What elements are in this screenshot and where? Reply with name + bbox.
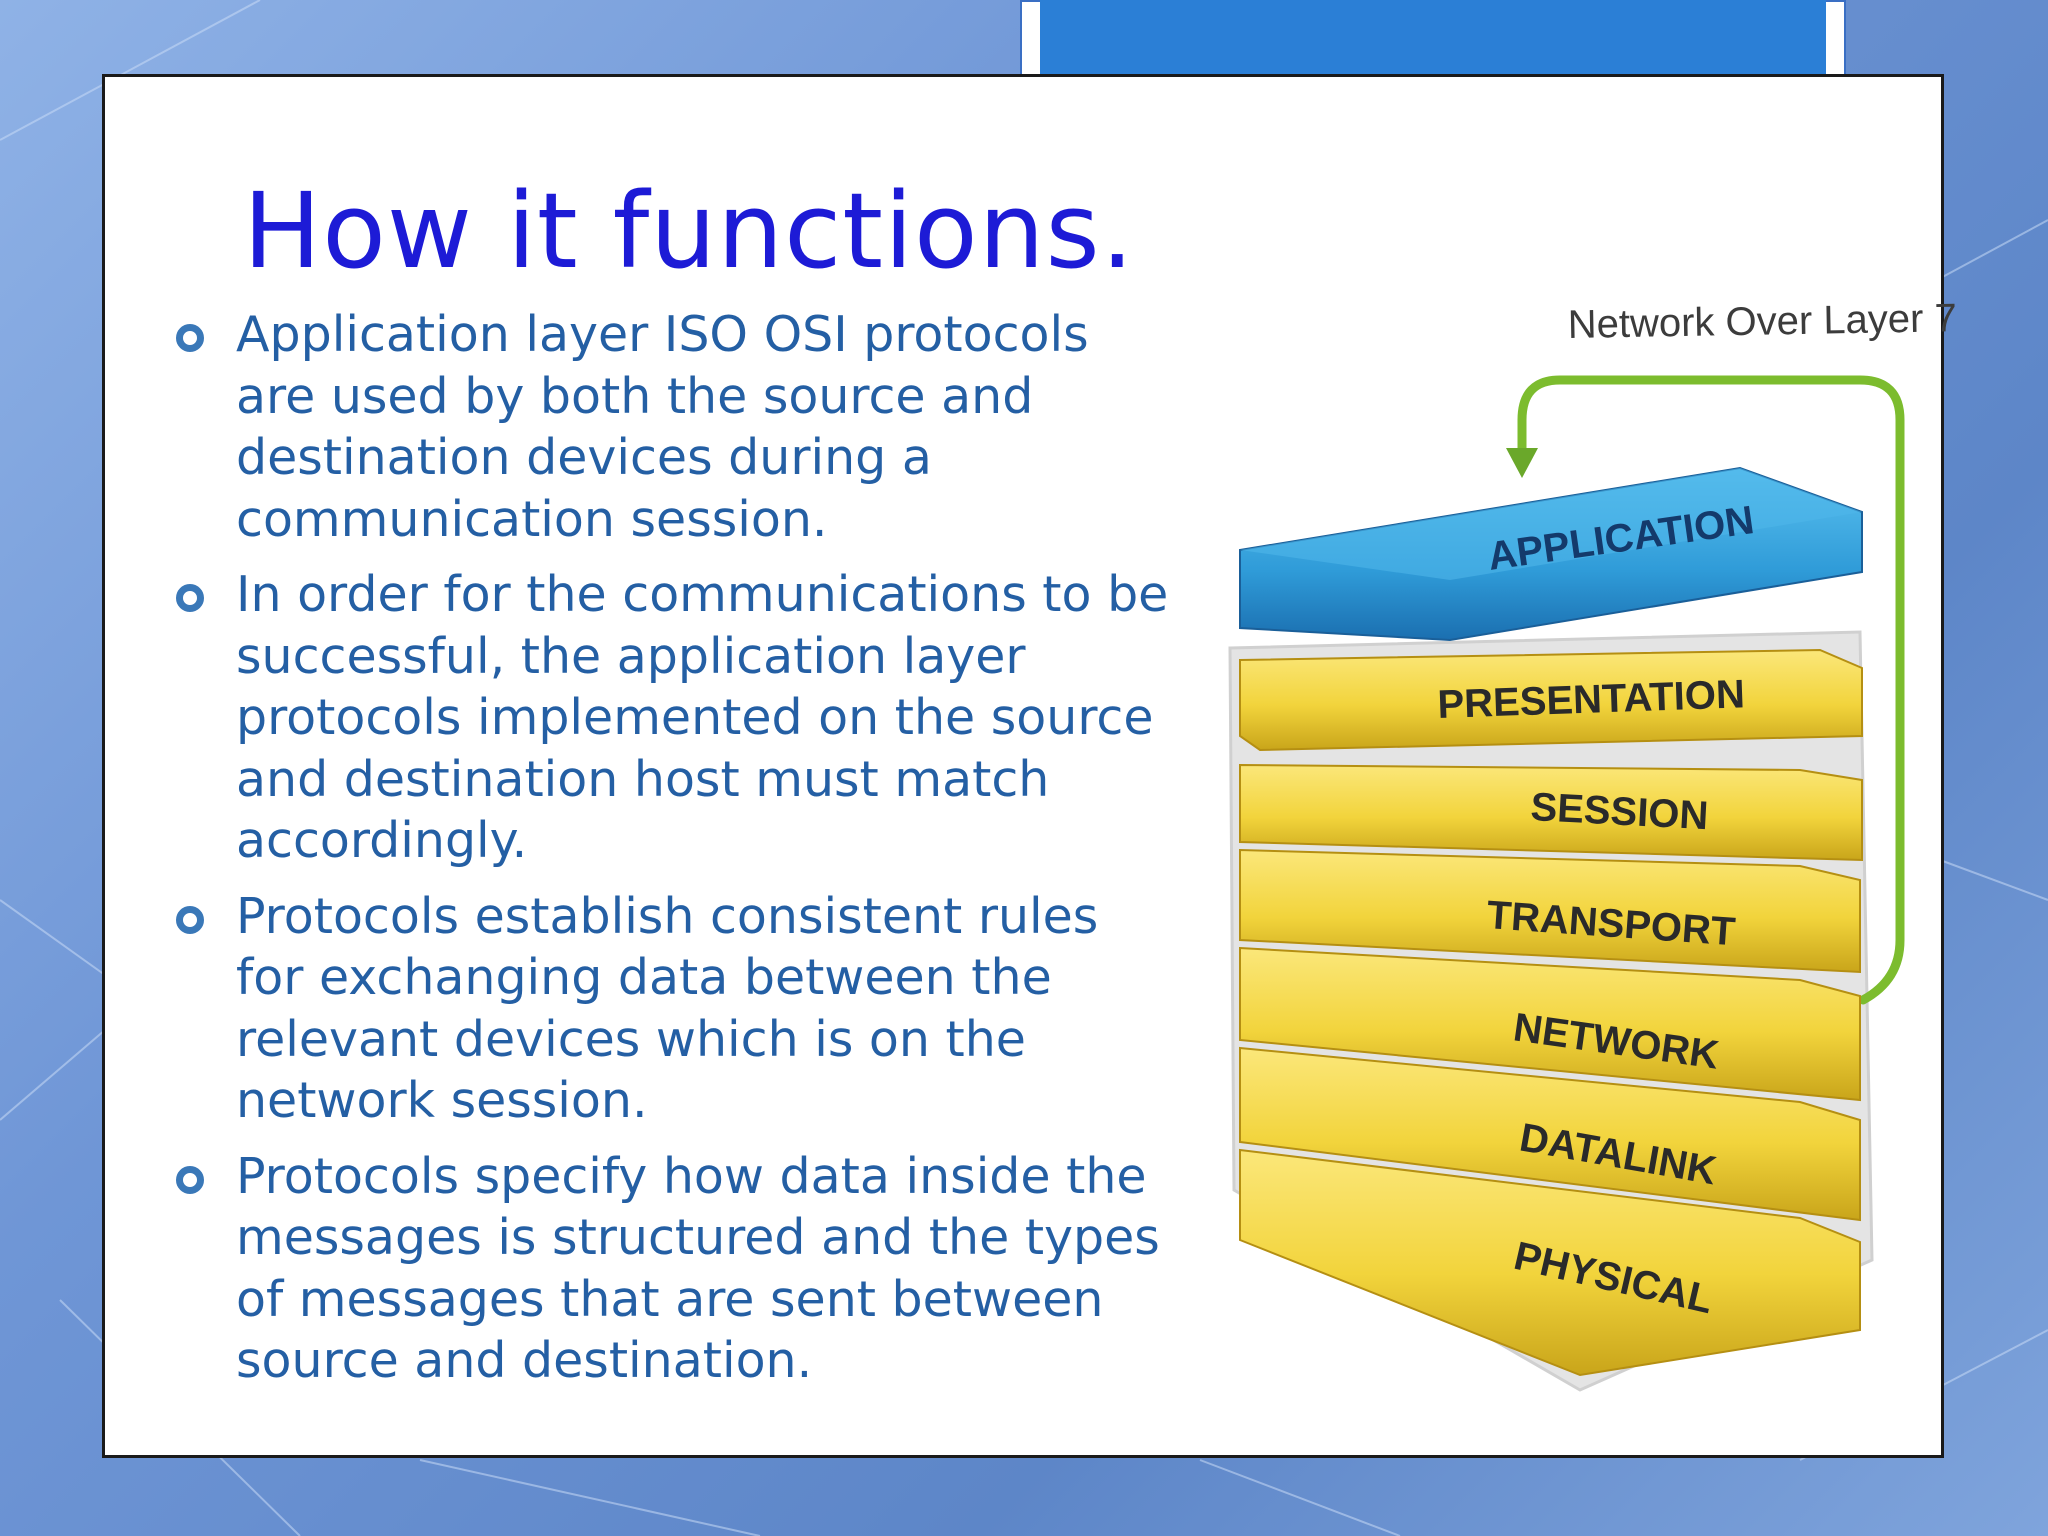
layer-label-session: SESSION (1530, 785, 1710, 838)
layer-label-presentation: PRESENTATION (1437, 672, 1746, 727)
bullet-text: In order for the communications to be su… (236, 566, 1169, 869)
arrow-head-icon (1506, 448, 1538, 478)
bullet-text: Protocols establish consistent rules for… (236, 887, 1099, 1130)
bullet-text: Protocols specify how data inside the me… (236, 1147, 1160, 1390)
osi-stack-diagram: Network Over Layer 7 APPLICATION PRESENT… (1228, 296, 1957, 1392)
bullet-item: Protocols establish consistent rules for… (170, 886, 1170, 1132)
bullet-ring-icon (176, 584, 204, 612)
bullet-list: Application layer ISO OSI protocols are … (170, 304, 1170, 1406)
bullet-ring-icon (176, 905, 204, 934)
bullet-text: Application layer ISO OSI protocols are … (236, 306, 1089, 548)
layer-datalink: DATALINK (1239, 1046, 1861, 1222)
layer-presentation: PRESENTATION (1239, 648, 1863, 752)
bullet-ring-icon (176, 324, 204, 352)
layer-session: SESSION (1239, 763, 1863, 862)
bullet-item: Application layer ISO OSI protocols are … (170, 304, 1170, 550)
layer-network: NETWORK (1239, 946, 1861, 1102)
layer-application: APPLICATION (1239, 466, 1863, 642)
diagram-caption: Network Over Layer 7 (1567, 296, 1957, 347)
layer-transport: TRANSPORT (1239, 848, 1861, 974)
slide-title: How it functions. (243, 170, 1135, 292)
bullet-item: Protocols specify how data inside the me… (170, 1146, 1170, 1392)
bullet-ring-icon (176, 1165, 204, 1194)
loop-arrow-icon (1517, 375, 1905, 1005)
bullet-item: In order for the communications to be su… (170, 564, 1170, 872)
layer-physical: PHYSICAL (1239, 1148, 1861, 1377)
